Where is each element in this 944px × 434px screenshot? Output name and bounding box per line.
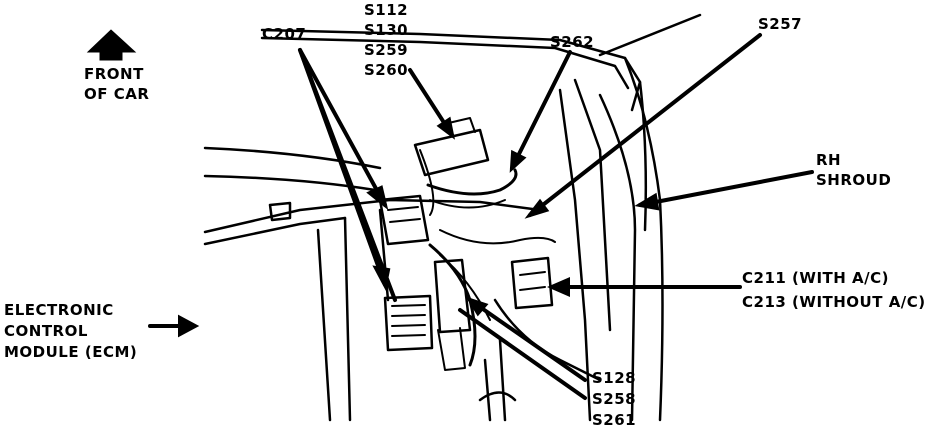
c211-connector <box>510 256 554 310</box>
splices-bottom-label: S128 S258 S261 <box>592 368 636 431</box>
s257-label: S257 <box>758 15 803 33</box>
windshield-inner <box>260 36 630 90</box>
lower-connector <box>433 258 472 334</box>
roof-pillar-curve <box>598 13 702 57</box>
splices-top-label: S112 S130 S259 S260 <box>364 0 408 80</box>
ecm-line-1: ELECTRONIC <box>4 301 114 319</box>
dash-line-mid <box>203 174 377 192</box>
kick-panel <box>558 88 592 422</box>
front-arrow-icon <box>86 29 137 61</box>
splice-s261: S261 <box>592 411 637 429</box>
ecm-label: ELECTRONIC CONTROL MODULE (ECM) <box>4 300 137 363</box>
splice-s259: S259 <box>364 41 409 59</box>
splice-s128: S128 <box>592 369 637 387</box>
c207-connector <box>378 194 430 246</box>
rh-shroud-label: RH SHROUD <box>816 150 891 190</box>
splice-s130: S130 <box>364 21 409 39</box>
c213-label: C213 (WITHOUT A/C) <box>742 293 926 311</box>
c207-label: C207 <box>262 25 307 43</box>
splice-s258: S258 <box>592 390 637 408</box>
front-of-car-line-2: OF CAR <box>84 85 150 103</box>
splice-s112: S112 <box>364 1 409 19</box>
ecm-block <box>383 294 434 352</box>
dash-shelf-bottom <box>203 216 347 246</box>
rh-shroud-line-1: RH <box>816 151 842 169</box>
ecm-line-3: MODULE (ECM) <box>4 343 138 361</box>
s262-label: S262 <box>550 33 595 51</box>
c211-label: C211 (WITH A/C) <box>742 269 889 287</box>
rh-shroud-line-2: SHROUD <box>816 171 892 189</box>
front-of-car-line-1: FRONT <box>84 65 144 83</box>
rh-shroud-panel <box>598 93 637 422</box>
ecm-line-2: CONTROL <box>4 322 88 340</box>
splice-s260: S260 <box>364 61 409 79</box>
panel-edge-left <box>316 228 332 422</box>
shelf-bracket <box>268 201 292 222</box>
panel-edge-2 <box>343 216 352 422</box>
a-pillar-inner <box>638 80 648 232</box>
wire-harness <box>426 168 518 196</box>
front-of-car-label: FRONT OF CAR <box>84 64 149 104</box>
splice-pack-top <box>413 128 490 177</box>
shroud-inner-edge <box>573 78 612 332</box>
windshield-frame <box>260 28 642 112</box>
